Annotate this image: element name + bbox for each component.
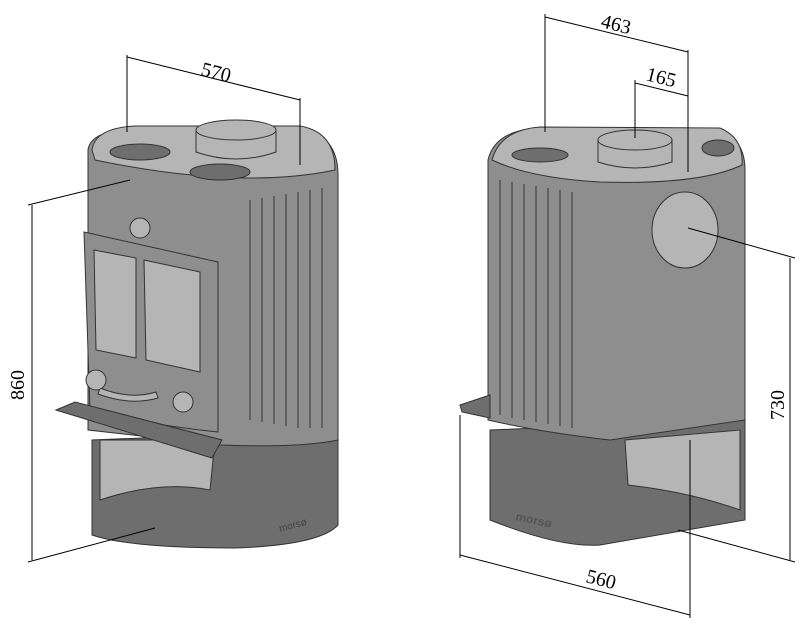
air-control-left <box>85 369 107 391</box>
door-window-left <box>93 249 137 359</box>
front-view-stove: morsø <box>54 119 339 549</box>
right-base-inner <box>624 429 741 511</box>
left-hotplate-2 <box>189 163 251 181</box>
rear-outlet-knockout <box>651 191 719 269</box>
right-side-ribs <box>499 180 573 428</box>
right-ash-lip <box>459 394 491 419</box>
air-control-right <box>172 391 194 413</box>
dimension-label-463: 463 <box>599 11 633 40</box>
left-flue-top <box>195 119 277 141</box>
top-air-control <box>129 217 151 239</box>
dimension-730: 730 <box>677 227 796 563</box>
side-view-stove: morsø <box>459 126 746 546</box>
door-handle <box>97 387 159 402</box>
dimension-560: 560 <box>459 415 691 618</box>
dimension-label-560: 560 <box>584 566 618 595</box>
dimension-label-730: 730 <box>767 390 789 420</box>
dimension-165: 165 <box>634 64 689 138</box>
ash-lip <box>54 401 223 459</box>
left-side-ribs <box>249 188 323 428</box>
right-hotplate-2 <box>701 139 735 157</box>
left-base-inner <box>99 439 216 501</box>
left-hotplate-1 <box>109 143 171 161</box>
dimension-860: 860 <box>7 179 156 563</box>
dimension-label-165: 165 <box>644 64 678 93</box>
door-window-right <box>143 259 201 373</box>
dimension-label-570: 570 <box>199 59 233 88</box>
dimension-label-860: 860 <box>7 370 29 400</box>
right-hotplate-1 <box>511 147 569 163</box>
